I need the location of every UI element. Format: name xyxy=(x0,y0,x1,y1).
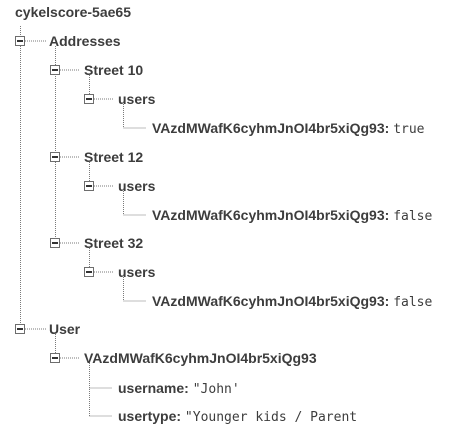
collapse-user-entry-toggle[interactable] xyxy=(50,353,60,363)
username-key: username xyxy=(118,380,185,396)
collapse-street-10-users-toggle[interactable] xyxy=(84,94,94,104)
key-value-separator: : xyxy=(384,207,394,223)
street-32-user-entry[interactable]: VAzdMWafK6cyhmJnOI4br5xiQg93: false xyxy=(152,292,472,312)
key-value-separator: : xyxy=(384,293,394,309)
collapse-street-32-users-toggle[interactable] xyxy=(84,267,94,277)
street-10-user-value: true xyxy=(393,122,425,137)
key-value-separator: : xyxy=(384,120,394,136)
street-32-user-key: VAzdMWafK6cyhmJnOI4br5xiQg93 xyxy=(152,293,385,309)
collapse-street-12-users-toggle[interactable] xyxy=(84,181,94,191)
node-addresses-label[interactable]: Addresses xyxy=(49,33,121,49)
node-street-32-label[interactable]: Street 32 xyxy=(84,235,144,251)
node-street-10-label[interactable]: Street 10 xyxy=(84,62,144,78)
node-street-12-users-label[interactable]: users xyxy=(118,178,156,194)
street-10-user-entry[interactable]: VAzdMWafK6cyhmJnOI4br5xiQg93: true xyxy=(152,119,472,139)
collapse-street-32-toggle[interactable] xyxy=(50,238,60,248)
node-street-32-users-label[interactable]: users xyxy=(118,264,156,280)
user-field-usertype[interactable]: usertype: "Younger kids / Parent xyxy=(118,407,472,427)
usertype-value: "Younger kids / Parent xyxy=(184,410,358,425)
node-user-entry-key[interactable]: VAzdMWafK6cyhmJnOI4br5xiQg93 xyxy=(84,350,317,366)
street-12-user-value: false xyxy=(393,209,433,224)
collapse-user-toggle[interactable] xyxy=(15,324,25,334)
street-12-user-key: VAzdMWafK6cyhmJnOI4br5xiQg93 xyxy=(152,207,385,223)
node-street-10-users-label[interactable]: users xyxy=(118,91,156,107)
street-12-user-entry[interactable]: VAzdMWafK6cyhmJnOI4br5xiQg93: false xyxy=(152,206,472,226)
username-value: "John' xyxy=(192,382,240,397)
node-street-12-label[interactable]: Street 12 xyxy=(84,149,144,165)
street-32-user-value: false xyxy=(393,295,433,310)
street-10-user-key: VAzdMWafK6cyhmJnOI4br5xiQg93 xyxy=(152,120,385,136)
usertype-key: usertype xyxy=(118,408,177,424)
node-user-label[interactable]: User xyxy=(49,321,81,337)
key-value-separator: : xyxy=(184,380,193,396)
collapse-street-10-toggle[interactable] xyxy=(50,65,60,75)
user-field-username[interactable]: username: "John' xyxy=(118,379,472,399)
collapse-street-12-toggle[interactable] xyxy=(50,152,60,162)
key-value-separator: : xyxy=(176,408,185,424)
root-node-label: cykelscore-5ae65 xyxy=(15,4,131,20)
collapse-addresses-toggle[interactable] xyxy=(15,36,25,46)
